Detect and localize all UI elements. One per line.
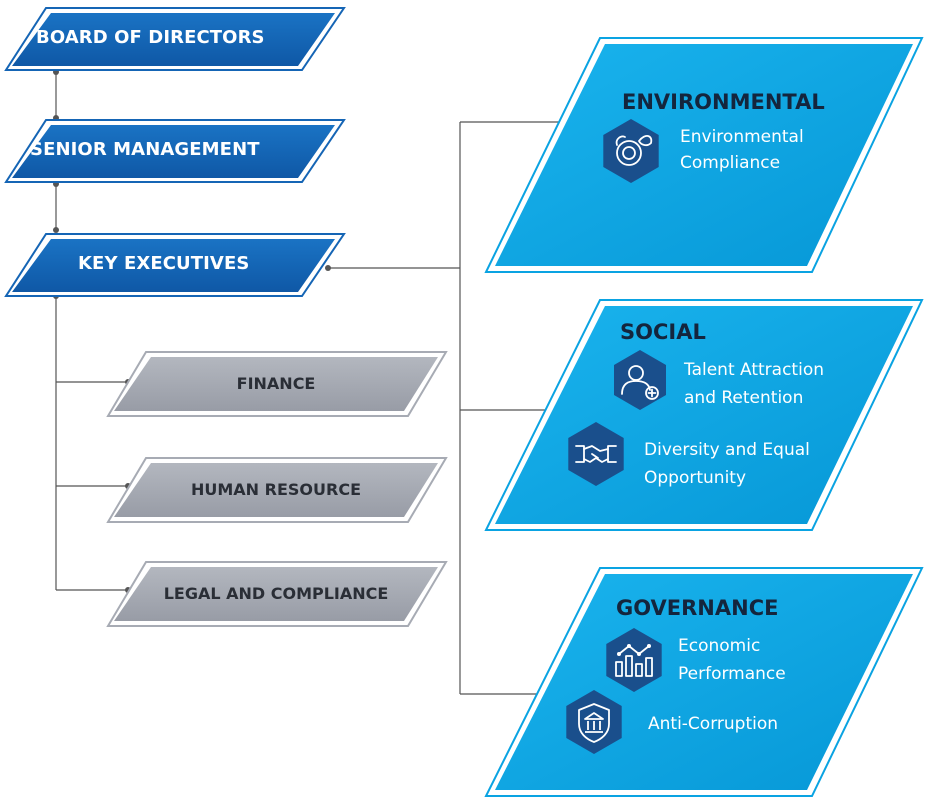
environment-leaf-icon bbox=[603, 119, 659, 183]
diversity-line1: Diversity and Equal bbox=[644, 440, 810, 460]
anti-corruption-label: Anti-Corruption bbox=[648, 714, 779, 734]
senior-management-box bbox=[4, 119, 346, 183]
environmental-panel bbox=[484, 37, 924, 273]
human-resource-box bbox=[106, 457, 448, 523]
legal-and-compliance-label: LEGAL AND COMPLIANCE bbox=[163, 584, 389, 603]
key-executives-label: KEY EXECUTIVES bbox=[78, 253, 250, 274]
governance-title: GOVERNANCE bbox=[616, 596, 779, 620]
talent-attraction-line2: and Retention bbox=[684, 388, 804, 408]
bar-chart-icon bbox=[606, 628, 662, 692]
shield-bank-icon bbox=[566, 690, 622, 754]
diversity-line2: Opportunity bbox=[644, 468, 747, 488]
environmental-title: ENVIRONMENTAL bbox=[622, 90, 825, 114]
handshake-icon bbox=[568, 422, 624, 486]
human-resource-label: HUMAN RESOURCE bbox=[190, 480, 361, 499]
environmental-compliance-line1: Environmental bbox=[680, 127, 804, 147]
economic-performance-line2: Performance bbox=[678, 664, 786, 684]
key-executives-box bbox=[4, 233, 346, 297]
social-title: SOCIAL bbox=[620, 320, 706, 344]
person-add-icon bbox=[614, 350, 666, 410]
board-of-directors-box bbox=[4, 7, 346, 71]
senior-management-label: SENIOR MANAGEMENT bbox=[30, 139, 260, 160]
talent-attraction-line1: Talent Attraction bbox=[684, 360, 824, 380]
economic-performance-line1: Economic bbox=[678, 636, 761, 656]
environmental-compliance-line2: Compliance bbox=[680, 153, 781, 173]
connector-lines bbox=[55, 72, 568, 695]
finance-label: FINANCE bbox=[236, 374, 316, 393]
board-of-directors-label: BOARD OF DIRECTORS bbox=[36, 27, 265, 48]
finance-box bbox=[106, 351, 448, 417]
legal-and-compliance-box bbox=[106, 561, 448, 627]
